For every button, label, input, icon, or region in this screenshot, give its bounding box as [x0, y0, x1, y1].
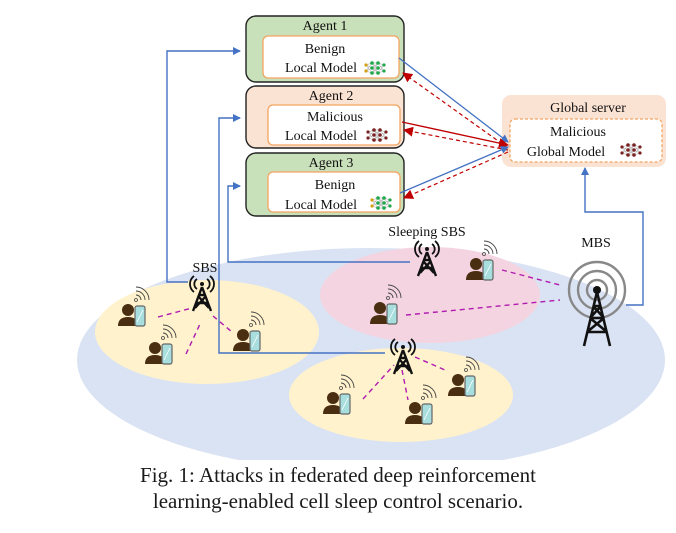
agent-2-status: Malicious	[307, 110, 363, 125]
agent-3-model-label: Local Model	[285, 198, 357, 213]
agent-3-status: Benign	[315, 178, 355, 193]
neural-network-icon	[370, 196, 392, 210]
agent-1-title: Agent 1	[303, 19, 348, 34]
mbs-tower-icon	[567, 260, 627, 347]
agent-1-box: Agent 1 Benign Local Model	[245, 15, 405, 83]
neural-network-icon	[620, 143, 642, 157]
global-to-agent2-download	[403, 126, 509, 151]
agent-3-box: Agent 3 Benign Local Model	[245, 152, 405, 217]
global-server-status: Malicious	[550, 125, 606, 140]
neural-network-icon	[364, 61, 386, 75]
sbs-cell-left	[95, 280, 319, 384]
caption-line-1: Fig. 1: Attacks in federated deep reinfo…	[140, 463, 536, 487]
global-server-title: Global server	[550, 101, 626, 116]
sbs-cell-bottom	[289, 348, 513, 442]
figure-caption: Fig. 1: Attacks in federated deep reinfo…	[0, 462, 676, 514]
agent3-upload-link	[399, 146, 509, 194]
uplink-sleeping-sbs-to-agent3	[227, 182, 410, 263]
sleeping-sbs-label: Sleeping SBS	[388, 225, 465, 240]
uplink-bottom-sbs-to-agent2	[218, 114, 385, 354]
agent-2-box: Agent 2 Malicious Local Model	[245, 85, 405, 149]
agent-2-model-label: Local Model	[285, 129, 357, 144]
federated-drl-diagram: Agent 1 Benign Local Model Agent 2 Malic…	[77, 15, 666, 460]
uplink-sbs-to-agent1	[166, 47, 241, 283]
global-server-box: Global server Malicious Global Model	[502, 95, 666, 167]
agent-1-model-label: Local Model	[285, 61, 357, 76]
agent2-malicious-upload	[401, 121, 509, 148]
agent-2-title: Agent 2	[309, 89, 354, 104]
global-model-label: Global Model	[527, 145, 605, 160]
caption-line-2: learning-enabled cell sleep control scen…	[152, 489, 524, 513]
uplink-mbs-to-global	[581, 167, 644, 306]
mbs-label: MBS	[581, 236, 611, 251]
user-links	[157, 269, 561, 401]
global-to-agent3-download	[403, 151, 509, 199]
neural-network-icon	[366, 128, 388, 142]
agent1-upload-link	[398, 57, 509, 143]
global-to-agent1-download	[402, 72, 509, 149]
agent-3-title: Agent 3	[309, 156, 354, 171]
sbs-label: SBS	[193, 261, 218, 276]
agent-1-status: Benign	[305, 42, 345, 57]
